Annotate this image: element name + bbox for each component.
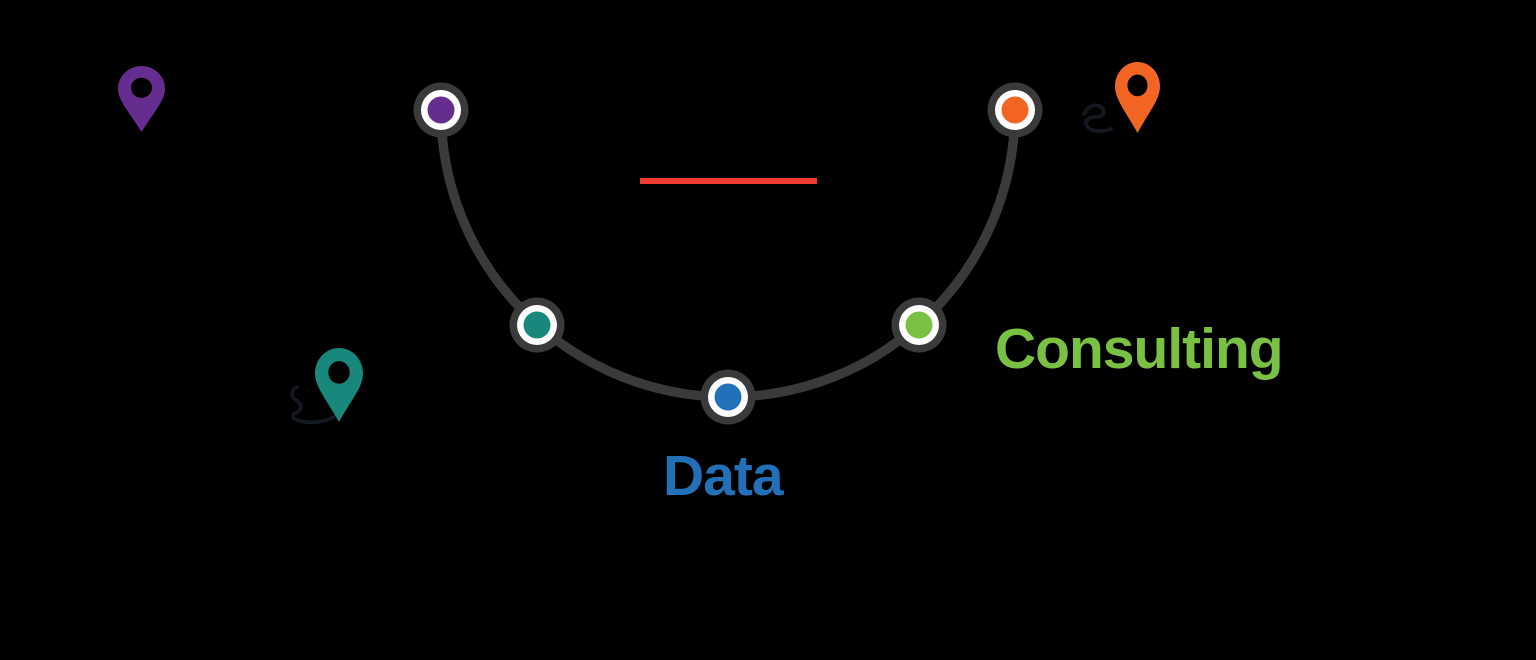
node-dot: [427, 96, 455, 124]
node-dot: [1001, 96, 1029, 124]
milestone-node-green: [891, 297, 947, 353]
label-consulting: Consulting: [995, 317, 1284, 381]
node-dot: [905, 311, 933, 339]
milestone-node-orange: [987, 82, 1043, 138]
milestone-node-teal: [509, 297, 565, 353]
milestone-node-purple: [413, 82, 469, 138]
map-pin-icon-teal: [315, 348, 363, 422]
route-squiggle-icon-orange: [1082, 103, 1113, 134]
map-pin-icon-purple: [118, 66, 166, 133]
title-underline-rule: [640, 178, 817, 184]
label-data: Data: [663, 444, 784, 508]
route-squiggle-icon-teal: [290, 385, 336, 425]
node-dot: [714, 383, 742, 411]
node-dot: [523, 311, 551, 339]
journey-arc-path: [436, 109, 1020, 402]
milestone-node-blue: [700, 369, 756, 425]
map-pin-icon-orange: [1115, 62, 1160, 133]
